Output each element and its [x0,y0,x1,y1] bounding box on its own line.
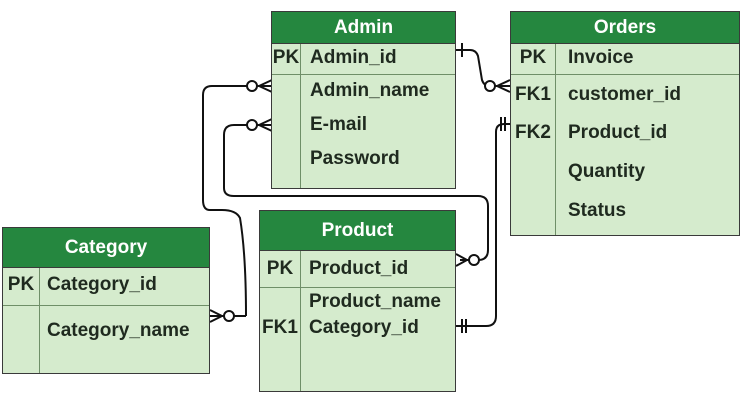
optional-circle [223,310,235,322]
field-name: Password [310,148,400,169]
link-admin-orders [456,49,510,87]
field-name: Product_name [309,291,441,312]
optional-circle [468,254,480,266]
optional-circle [246,119,258,131]
entity-orders: Orders PK Invoice FK1 customer_id FK2 Pr… [510,11,740,236]
field-name: Category_id [309,317,419,338]
field-name: Quantity [568,161,646,182]
link-product-orders [456,123,510,327]
entity-admin: Admin PK Admin_id Admin_name E-mail Pass… [271,11,456,189]
field-name: Category_name [47,320,190,341]
crowfoot [258,79,273,93]
entity-title: Orders [511,12,739,44]
crowfoot [209,309,223,323]
crowfoot [455,253,468,267]
key-label: FK2 [515,122,551,143]
link-category-admin [202,85,272,317]
optional-circle [246,80,258,92]
key-label: PK [266,258,294,279]
field-name: Product_id [568,122,668,143]
entity-title: Admin [272,12,455,44]
optional-circle [484,80,496,92]
field-name: Admin_id [310,47,397,68]
field-name: customer_id [568,84,681,105]
entity-title: Category [3,228,209,268]
key-label: PK [519,47,547,68]
key-label: FK1 [262,317,298,338]
field-name: E-mail [310,114,368,135]
field-name: Category_id [47,274,157,295]
key-label: PK [272,47,300,68]
field-name: Admin_name [310,80,430,101]
field-name: Invoice [568,47,634,68]
key-label: FK1 [515,84,551,105]
field-name: Product_id [309,258,409,279]
crowfoot [496,79,511,93]
link-admin-product [223,124,489,261]
field-name: Status [568,200,627,221]
entity-category: Category PK Category_id Category_name [2,227,210,374]
entity-product: Product PK Product_id Product_name FK1 C… [259,210,456,392]
entity-title: Product [260,211,455,251]
key-label: PK [7,274,35,295]
crowfoot [258,118,273,132]
